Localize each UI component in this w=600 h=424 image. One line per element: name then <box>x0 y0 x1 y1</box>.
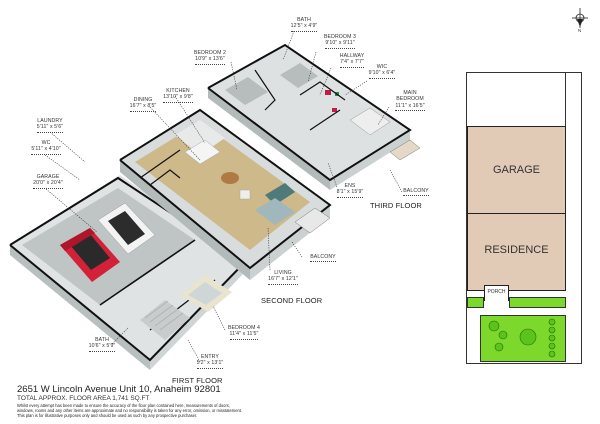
site-garage-block: GARAGE <box>467 126 566 215</box>
leader-lines <box>44 30 403 363</box>
room-label-bath-first: BATH 10'6" x 5'9" <box>82 337 122 352</box>
room-label-garage: GARAGE 20'0" x 20'4" <box>28 174 68 189</box>
room-label-ens: ENS 8'1" x 15'9" <box>330 183 370 198</box>
room-label-kitchen: KITCHEN 13'10" x 9'8" <box>156 88 200 103</box>
room-label-bath-third: BATH 12'5" x 4'9" <box>284 17 324 32</box>
room-label-main-bedroom: MAIN BEDROOM 11'1" x 16'5" <box>390 90 430 112</box>
room-label-wic: WIC 9'10" x 6'4" <box>362 64 402 79</box>
site-porch-label: PORCH <box>487 289 506 295</box>
site-plan: GARAGE RESIDENCE PORCH <box>466 72 582 364</box>
compass-label: N <box>578 28 582 33</box>
white-car-illustration <box>97 202 156 255</box>
room-label-bedroom-2: BEDROOM 2 10'9" x 13'6" <box>188 50 232 65</box>
site-lawn <box>480 315 566 362</box>
north-compass: N <box>570 8 590 34</box>
site-front-hedge-left <box>467 297 484 308</box>
footer-info: 2651 W Lincoln Avenue Unit 10, Anaheim 9… <box>17 384 277 418</box>
room-label-laundry: LAUNDRY 5'11" x 5'6" <box>30 118 70 133</box>
second-floor-title: SECOND FLOOR <box>261 296 323 305</box>
site-garage-label: GARAGE <box>492 164 541 176</box>
red-car-illustration <box>60 228 120 282</box>
property-address: 2651 W Lincoln Avenue Unit 10, Anaheim 9… <box>17 384 221 395</box>
total-floor-area: TOTAL APPROX. FLOOR AREA 1,741 SQ.FT <box>17 395 150 402</box>
third-floor-model <box>207 43 421 190</box>
first-floor-title: FIRST FLOOR <box>172 376 223 385</box>
tree-icons <box>488 318 556 358</box>
disclaimer-line-1: Whilst every attempt has been made to en… <box>17 403 230 408</box>
room-label-living: LIVING 16'7" x 12'1" <box>263 270 303 285</box>
room-label-dining: DINING 16'7" x 8'5" <box>123 97 163 112</box>
room-label-hallway: HALLWAY 7'4" x 7'7" <box>332 53 372 68</box>
site-residence-block: RESIDENCE <box>467 213 566 291</box>
second-floor-model <box>119 108 332 280</box>
site-residence-label: RESIDENCE <box>484 244 549 256</box>
third-floor-title: THIRD FLOOR <box>370 201 422 210</box>
room-label-bedroom-3: BEDROOM 3 9'10" x 9'11" <box>318 34 362 49</box>
room-label-balcony-third: BALCONY <box>396 188 436 197</box>
site-porch: PORCH <box>484 285 509 301</box>
room-label-bedroom-4: BEDROOM 4 11'4" x 11'5" <box>222 325 266 340</box>
site-front-hedge-right <box>509 297 566 308</box>
compass-icon <box>572 8 588 28</box>
room-label-wc: WC 5'11" x 4'10" <box>26 140 66 155</box>
room-label-entry: ENTRY 5'2" x 13'1" <box>190 354 230 369</box>
lot-side-line <box>565 72 566 132</box>
lot-outline <box>466 72 582 364</box>
disclaimer-line-3: This plan is for illustrative purposes o… <box>17 413 198 418</box>
disclaimer-line-2: windows, rooms and any other items are a… <box>17 408 243 413</box>
room-label-balcony-second: BALCONY <box>303 254 343 263</box>
